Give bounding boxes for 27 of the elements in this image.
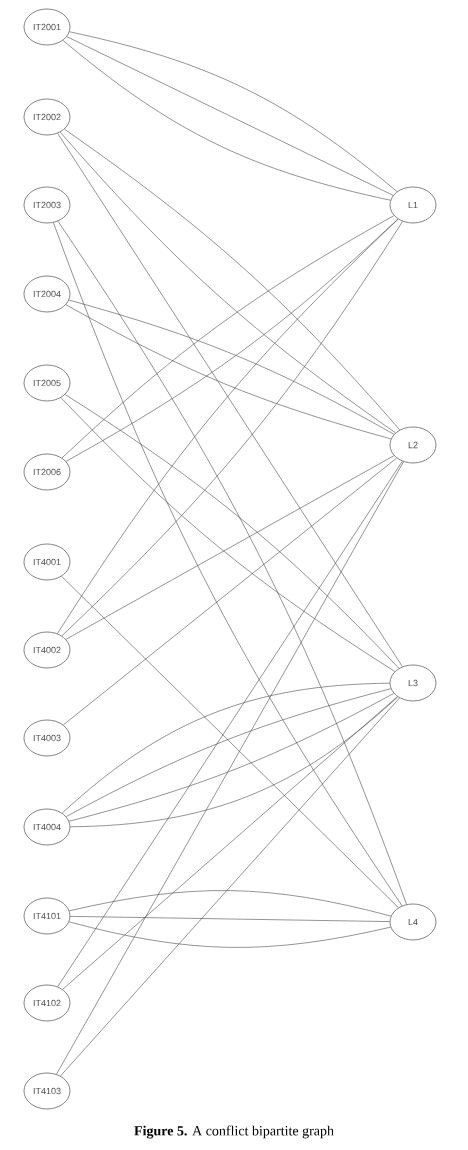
graph-edge [57,133,403,667]
graph-node: IT2006 [23,453,71,491]
graph-edge [63,457,397,726]
graph-edge [68,921,391,948]
graph-edge [69,890,392,917]
graph-node: IT4004 [23,808,71,846]
graph-edge [61,576,399,908]
graph-node: IT4101 [23,897,71,935]
graph-node: IT4001 [23,543,71,581]
graph-node: IT2002 [23,98,71,136]
graph-node: L4 [389,903,437,941]
figure-caption: Figure 5. A conflict bipartite graph [134,1125,334,1139]
graph-node: L3 [389,664,437,702]
graph-node: IT4102 [23,984,71,1022]
graph-edge [70,916,390,922]
graph-node: IT2005 [23,364,71,402]
graph-node: IT4002 [23,631,71,669]
graph-node: IT4003 [23,719,71,757]
graph-edge [60,697,400,1077]
graph-edge [62,696,398,990]
graph-edge [65,455,395,640]
graph-node: L2 [389,426,437,464]
graph-node: IT2003 [23,186,71,224]
graph-node: IT2004 [23,275,71,313]
graph-node: IT4103 [23,1072,71,1110]
graph-node: L1 [389,186,437,224]
graph-node: IT2001 [23,8,71,46]
